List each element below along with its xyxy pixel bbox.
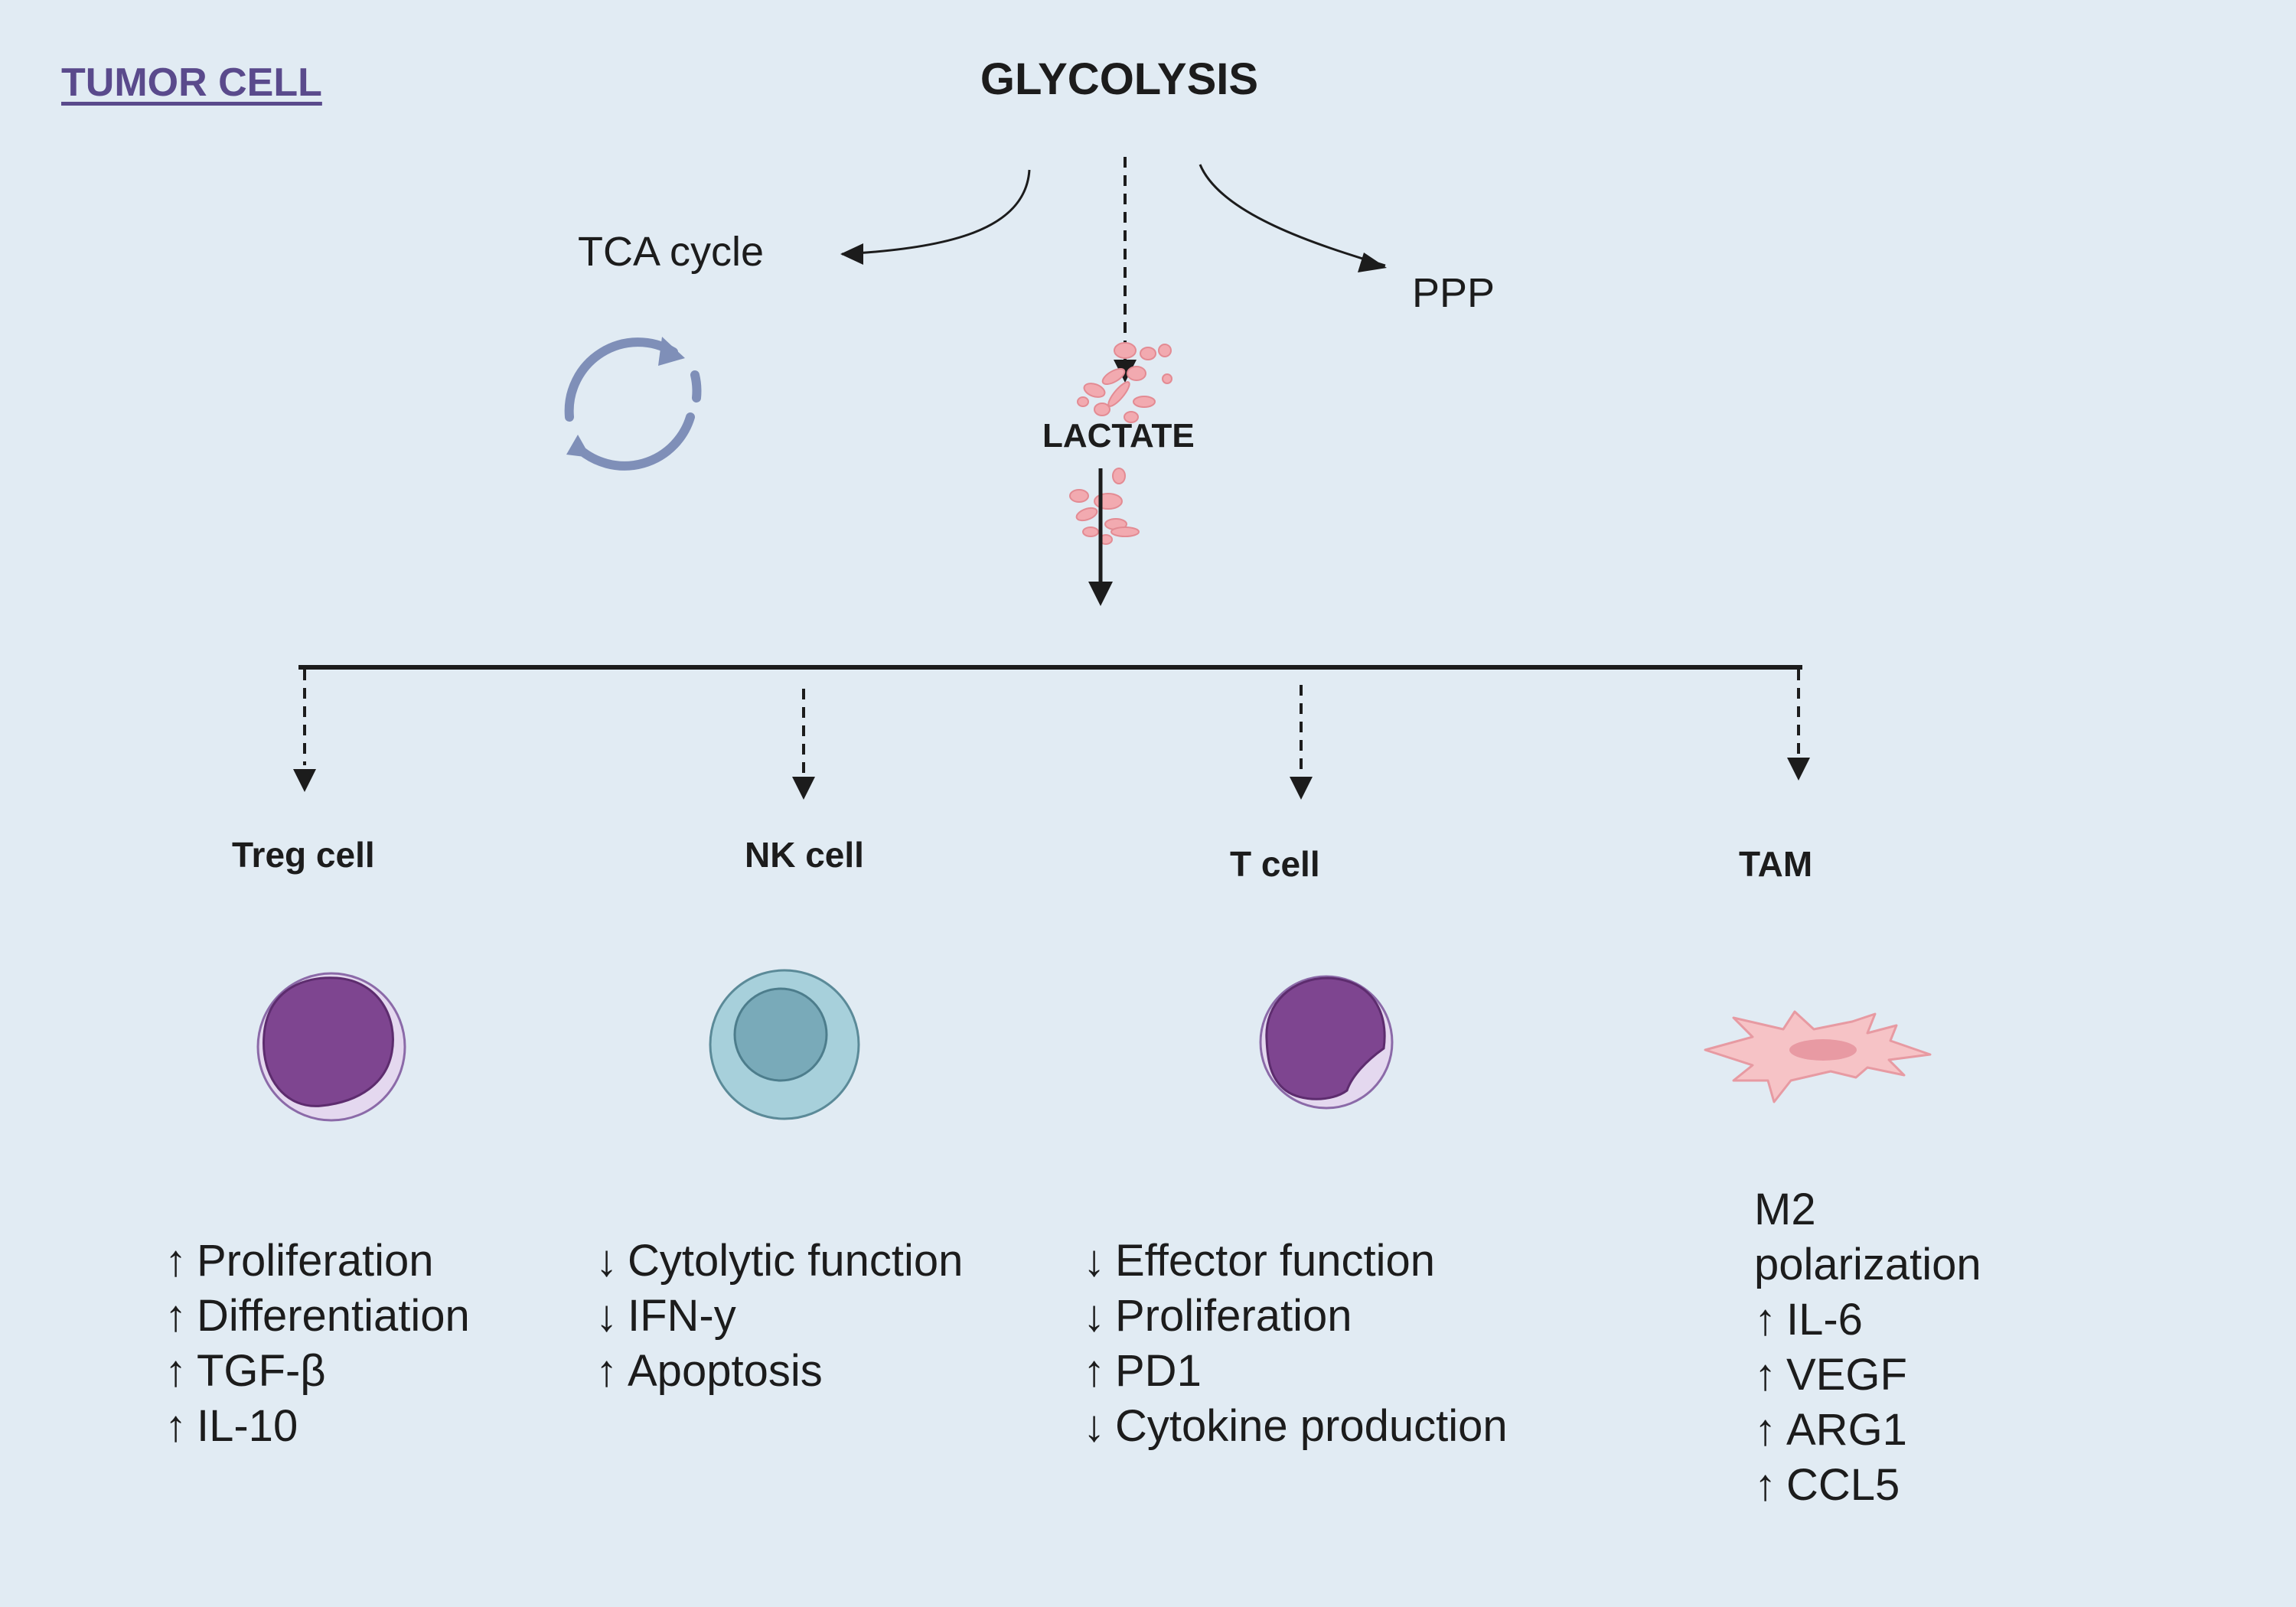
effect-item: ↑IL-6 — [1754, 1295, 1863, 1345]
arrow-to-tca — [841, 169, 1031, 256]
tca-cycle-arrowhead-1 — [658, 337, 685, 366]
lactate-particles-upper — [1077, 342, 1172, 423]
effect-item: ↑CCL5 — [1754, 1460, 1900, 1510]
arrow-to-ppp — [1199, 164, 1386, 267]
cell-drop-arrowheads — [293, 758, 1810, 800]
glycolysis-title-text: GLYCOLYSIS — [980, 54, 1259, 104]
tca-cycle-arrowhead-2 — [566, 435, 591, 458]
nk-effects-list: ↓Cytolytic function ↓IFN-y ↑Apoptosis — [595, 1234, 963, 1399]
tam-cell-icon — [1704, 1010, 1932, 1103]
lactate-label: LACTATE — [1042, 417, 1195, 455]
effect-item: ↑Apoptosis — [595, 1346, 823, 1396]
effect-item: ↑Differentiation — [165, 1291, 470, 1341]
treg-cell-icon — [256, 972, 406, 1122]
effect-intro-line: polarization — [1754, 1240, 1981, 1289]
t-cell-icon — [1259, 975, 1394, 1110]
arrow-head-tca — [840, 243, 863, 265]
effect-item: ↑VEGF — [1754, 1350, 1907, 1400]
tam-title: TAM — [1739, 844, 1813, 884]
tumor-cell-label: TUMOR CELL — [61, 60, 322, 105]
nk-cell-title: NK cell — [745, 835, 864, 875]
effect-item: ↑Proliferation — [165, 1236, 434, 1286]
tca-cycle-label: TCA cycle — [578, 229, 765, 275]
t-cell-title: T cell — [1230, 844, 1320, 884]
treg-cell-title: Treg cell — [232, 835, 375, 875]
effect-item: ↓Cytolytic function — [595, 1236, 964, 1286]
effect-intro-line: M2 — [1754, 1185, 1816, 1234]
treg-effects-list: ↑Proliferation ↑Differentiation ↑TGF-β ↑… — [165, 1234, 470, 1454]
arrow-head-ppp — [1358, 253, 1387, 272]
effect-item: ↓Cytokine production — [1083, 1401, 1508, 1451]
glycolysis-title: GLYCOLYSIS — [0, 54, 2296, 105]
cell-drop-arrows — [303, 670, 1800, 777]
effect-item: ↑ARG1 — [1754, 1405, 1907, 1455]
effect-item: ↑TGF-β — [165, 1346, 326, 1396]
effect-item: ↓Proliferation — [1083, 1291, 1352, 1341]
arrow-head-lactate-down — [1088, 582, 1113, 606]
ppp-label: PPP — [1412, 270, 1495, 316]
tam-effects-list: M2 polarization ↑IL-6 ↑VEGF ↑ARG1 ↑CCL5 — [1754, 1182, 1981, 1513]
t-cell-effects-list: ↓Effector function ↓Proliferation ↑PD1 ↓… — [1083, 1234, 1508, 1454]
effect-item: ↓Effector function — [1083, 1236, 1436, 1286]
tca-cycle-icon — [564, 337, 702, 471]
effect-item: ↓IFN-y — [595, 1291, 736, 1341]
lactate-particles-lower — [1069, 468, 1140, 545]
nk-cell-icon — [709, 969, 860, 1120]
effect-item: ↑PD1 — [1083, 1346, 1202, 1396]
effect-item: ↑IL-10 — [165, 1401, 298, 1451]
